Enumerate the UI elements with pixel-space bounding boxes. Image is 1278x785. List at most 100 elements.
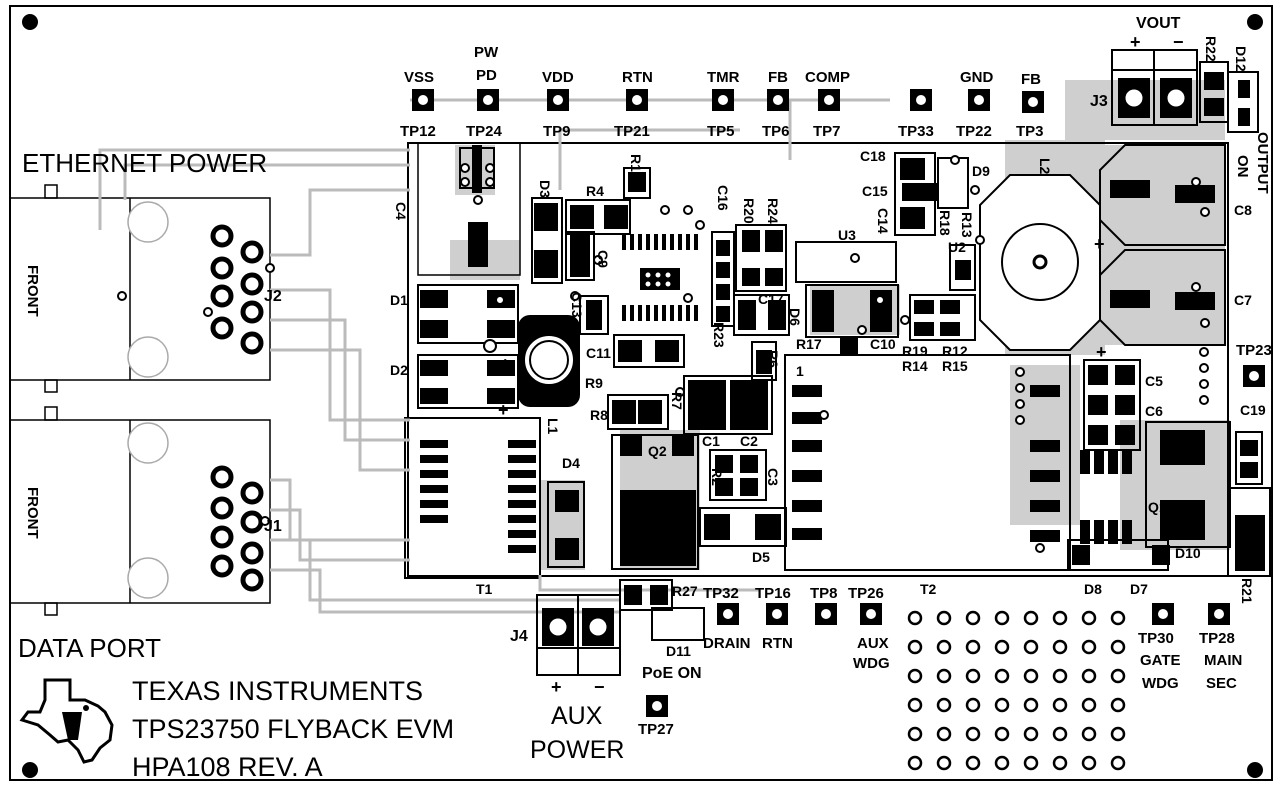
designator-t1: T1 [476, 581, 493, 597]
pin-one-marker: 1 [796, 363, 804, 379]
designator-j3: J3 [1090, 93, 1108, 110]
designator-c16: C16 [715, 185, 731, 211]
vout-minus: − [1173, 32, 1184, 52]
tp33-label: TP33 [898, 123, 934, 140]
tp16-label: TP16 [755, 585, 791, 602]
tp9-label: TP9 [543, 123, 571, 140]
tp-label-vss: VSS [404, 69, 434, 86]
designator-c18: C18 [860, 148, 886, 164]
designator-r22: R22 [1203, 36, 1219, 62]
designator-j2: J2 [264, 288, 282, 305]
designator-r2: R2 [709, 468, 725, 486]
tp-label-fb: FB [768, 69, 788, 86]
designator-d10: D10 [1175, 545, 1201, 561]
designator-d6: D6 [787, 308, 803, 326]
designator-c9: C9 [595, 250, 611, 268]
designator-c2: C2 [740, 433, 758, 449]
designator-r19: R19 [902, 343, 928, 359]
designator-r18: R18 [937, 210, 953, 236]
vias [117, 155, 1210, 553]
u2-thermal-vias [645, 272, 671, 287]
designator-d4: D4 [562, 455, 580, 471]
designator-c8: C8 [1234, 202, 1252, 218]
designator-u2: U2 [948, 239, 966, 255]
tp32-name: DRAIN [703, 635, 751, 652]
designator-r8: R8 [590, 407, 608, 423]
front-label-lower: FRONT [24, 487, 41, 539]
designator-r9: R9 [585, 375, 603, 391]
tp-label-fb2: FB [1021, 71, 1041, 88]
poe-on-label: PoE ON [642, 665, 702, 682]
aux-power-label-2: POWER [530, 736, 624, 764]
designator-c15: C15 [862, 183, 888, 199]
tp7-label: TP7 [813, 123, 841, 140]
tp27-label: TP27 [638, 721, 674, 738]
vout-label: VOUT [1136, 15, 1181, 32]
tp22-label: TP22 [956, 123, 992, 140]
tp-label-tmr: TMR [707, 69, 740, 86]
tp6-label: TP6 [762, 123, 790, 140]
tp28-name-1: MAIN [1204, 652, 1242, 669]
designator-c13: C13 [569, 292, 585, 318]
designator-t2: T2 [920, 581, 937, 597]
designator-r20: R20 [741, 198, 757, 224]
designator-c17: C17 [758, 291, 784, 307]
designator-d7: D7 [1130, 581, 1148, 597]
polarity-plus-c5: + [1096, 342, 1107, 362]
l2-inductor [979, 174, 1101, 351]
data-port-label: DATA PORT [18, 633, 161, 663]
polarity-plus-t1: + [498, 400, 509, 420]
designator-l1: L1 [545, 418, 561, 435]
tp5-label: TP5 [707, 123, 735, 140]
l1-inductor [518, 315, 580, 407]
tp30-name-2: WDG [1142, 675, 1179, 692]
tp-label-pd: PD [476, 67, 497, 84]
designator-r21: R21 [1239, 578, 1255, 604]
designator-r1: R1 [628, 154, 644, 172]
mounting-hole-top-right [1247, 14, 1263, 30]
tp24-label: TP24 [466, 123, 503, 140]
aux-minus: − [594, 677, 605, 697]
u2-ic-pins [622, 234, 698, 321]
tp26-name-1: AUX [857, 635, 889, 652]
tp8-label: TP8 [810, 585, 838, 602]
ethernet-power-label: ETHERNET POWER [22, 148, 267, 178]
polarity-plus-l1: + [500, 354, 511, 374]
designator-d9: D9 [972, 163, 990, 179]
tp-label-pw: PW [474, 44, 499, 61]
designator-r7: R7 [669, 392, 685, 410]
rj45-mount-circles [127, 201, 169, 599]
tp16-name: RTN [762, 635, 793, 652]
designator-d12: D12 [1233, 46, 1249, 72]
test-point-pads-bottom [646, 365, 1265, 717]
designator-c11: C11 [586, 345, 611, 361]
bulk-capacitors [1099, 144, 1226, 346]
designator-c5: C5 [1145, 373, 1163, 389]
rj45-connectors [9, 184, 271, 616]
designator-d1: D1 [390, 292, 408, 308]
designator-r4: R4 [586, 183, 604, 199]
company-label: TEXAS INSTRUMENTS [132, 676, 423, 706]
revision-label: HPA108 REV. A [132, 752, 323, 782]
polarity-plus-c8: + [1094, 234, 1105, 254]
tp32-label: TP32 [703, 585, 739, 602]
tp-label-comp: COMP [805, 69, 850, 86]
component-outlines [417, 61, 1271, 641]
tp26-label: TP26 [848, 585, 884, 602]
designator-c4: C4 [393, 202, 409, 220]
tp23-label: TP23 [1236, 342, 1272, 359]
jumper-bar [472, 145, 482, 193]
terminal-blocks [536, 49, 1198, 676]
vout-plus: + [1130, 32, 1141, 52]
ti-logo-icon [19, 678, 114, 764]
designator-r15: R15 [942, 358, 968, 374]
mounting-hole-top-left [22, 14, 38, 30]
board-outline [9, 5, 1273, 781]
test-point-pads-top [412, 89, 1044, 113]
tp30-label: TP30 [1138, 630, 1174, 647]
designator-r12: R12 [942, 343, 968, 359]
tp30-name-1: GATE [1140, 652, 1181, 669]
tp-label-gnd: GND [960, 69, 994, 86]
output-on-label-1: OUTPUT [1254, 132, 1271, 194]
